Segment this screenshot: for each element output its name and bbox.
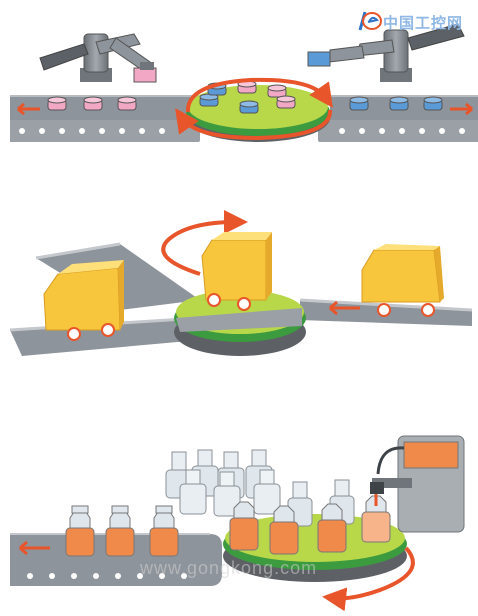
right-conveyor xyxy=(318,95,478,142)
carriage-right xyxy=(361,244,444,317)
watermark: www.gongkong.com xyxy=(140,558,318,578)
filling-bottle xyxy=(361,495,391,543)
pink-disc xyxy=(267,84,287,98)
filler-nozzle-icon xyxy=(370,482,384,506)
pink-disc xyxy=(47,96,67,111)
filled-bottle xyxy=(317,503,347,553)
scene-bottle-filling xyxy=(10,435,465,612)
filled-bottle xyxy=(229,501,259,551)
blue-discs xyxy=(349,96,443,111)
conveyor-arrow-icon xyxy=(19,540,50,556)
conveyor-rollers xyxy=(19,128,165,134)
logo-text: 中国工控网 xyxy=(383,15,464,32)
rotation-arrow-icon xyxy=(161,210,248,276)
rotary-table-1 xyxy=(175,77,333,142)
blue-disc xyxy=(389,96,409,111)
filling-machine xyxy=(370,435,465,533)
conveyor-arrow-icon xyxy=(450,102,473,116)
rotation-arrow-icon xyxy=(322,546,415,612)
rotation-arrow-icon xyxy=(185,77,333,113)
pink-disc xyxy=(83,96,103,111)
conveyor-arrow-icon xyxy=(17,102,40,116)
left-conveyor xyxy=(10,95,200,142)
carriage-center xyxy=(201,232,272,311)
blue-disc xyxy=(199,93,219,107)
robot-arm-right xyxy=(307,23,465,82)
conveyor-rollers xyxy=(339,128,465,134)
rotation-arrow-icon xyxy=(175,108,332,141)
empty-bottles xyxy=(165,449,281,517)
filled-bottle xyxy=(269,505,299,555)
conveyor-arrow-icon xyxy=(329,300,360,316)
site-logo: 中国工控网 xyxy=(356,6,472,36)
blue-disc xyxy=(239,100,259,114)
pink-discs xyxy=(47,96,137,111)
pink-disc xyxy=(276,95,296,109)
pink-disc xyxy=(237,80,257,94)
empty-bottle xyxy=(179,469,207,515)
turntable-bottles xyxy=(229,479,391,555)
empty-bottle xyxy=(253,469,281,515)
filled-bottle xyxy=(105,505,135,557)
filled-bottles-conveyor xyxy=(65,505,179,557)
ie-logo-icon xyxy=(358,11,382,31)
blue-disc xyxy=(423,96,443,111)
table-discs xyxy=(199,80,296,114)
blue-disc xyxy=(349,96,369,111)
scene-robot-arm-transfer xyxy=(10,23,478,142)
scene-carriage-turntable xyxy=(9,210,473,356)
robot-arm-left xyxy=(39,33,157,83)
pink-disc xyxy=(117,96,137,111)
filled-bottle xyxy=(65,505,95,557)
filled-bottle xyxy=(149,505,179,557)
carriage-left xyxy=(43,260,124,341)
